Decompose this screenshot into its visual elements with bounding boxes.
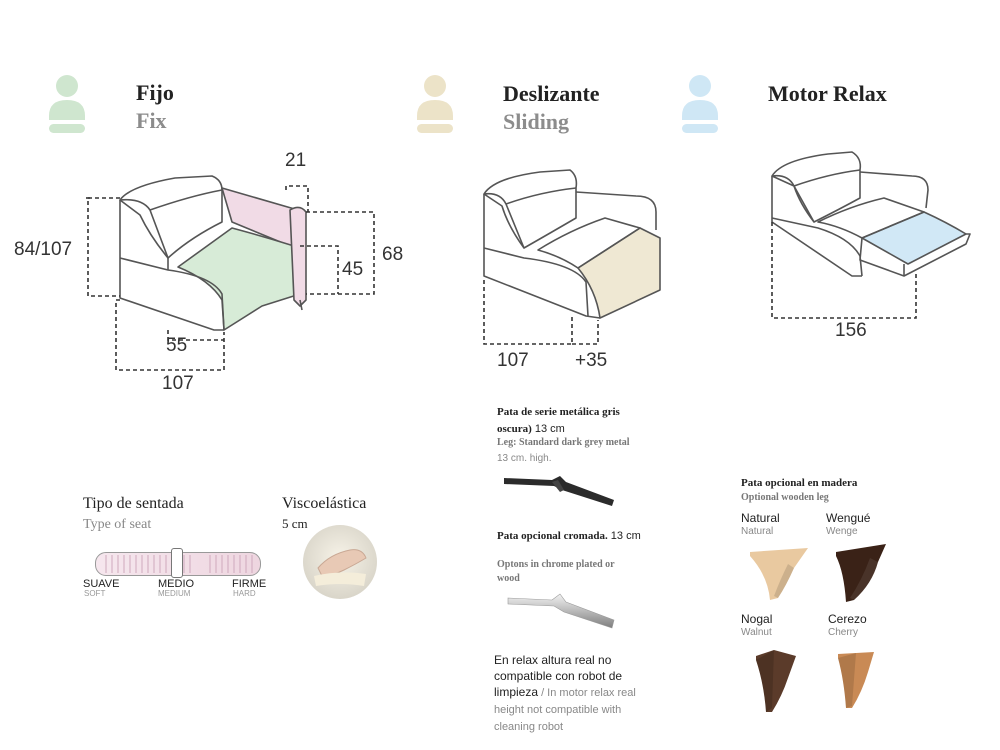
level-medium-sub: MEDIUM [158,589,191,598]
person-icon [49,75,85,133]
wood-wengue-name: Wengué [826,511,871,525]
wood-cerezo-leg-image [838,652,874,708]
chrome-leg-title-en: Optons in chrome plated or wood [497,559,615,584]
wood-nogal-name: Nogal [741,612,773,626]
level-medium-label: MEDIO [158,578,195,590]
standard-leg-title-es: Pata de serie metálica gris oscura) [497,406,620,435]
fix-subtitle: Fix [136,108,167,133]
level-soft-label: SUAVE [83,578,120,590]
sliding-title: Deslizante [503,81,600,106]
wood-nogal-leg-image [756,650,796,712]
sliding-extension-label: +35 [575,350,608,371]
foam-hand-image [303,525,377,599]
relax-note-es: En relax altura real no compatible con r… [494,653,623,699]
wood-wengue-sub: Wenge [826,526,858,537]
seat-firmness-marker [171,548,183,578]
foam-thickness: 5 cm [282,516,308,531]
seat-type-subtitle: Type of seat [83,517,152,532]
level-hard-label: FIRME [232,578,267,590]
fix-seat-height-label: 45 [342,259,364,280]
chrome-leg-height: 13 cm [607,530,641,542]
foam-title: Viscoelástica [282,495,367,512]
fix-arm-width-label: 21 [285,150,307,171]
fix-back-height-label: 68 [382,244,404,265]
chrome-leg-image [507,593,615,629]
level-hard-sub: HARD [233,589,256,598]
metal-leg-image [504,476,614,506]
sliding-depth-label: 107 [497,350,529,371]
relax-extended-label: 156 [835,320,867,341]
fix-height-label: 84/107 [14,239,73,260]
wood-cerezo-name: Cerezo [828,612,867,626]
wood-wengue-leg-image [836,544,886,602]
wood-leg-title: Pata opcional en madera [741,477,858,489]
fix-seat-depth-label: 55 [166,335,188,356]
relax-title: Motor Relax [768,81,887,106]
relax-note: En relax altura real no compatible con r… [494,652,644,735]
wood-nogal-sub: Walnut [741,627,772,638]
wood-cerezo-sub: Cherry [828,627,859,638]
standard-leg-title-en: Leg: Standard dark grey metal [497,437,630,448]
fix-depth-label: 107 [162,373,194,394]
level-soft-sub: SOFT [84,589,106,598]
wood-natural-sub: Natural [741,526,774,537]
chrome-leg-title-es: Pata opcional cromada. [497,530,608,542]
person-icon [682,75,718,133]
seat-type-title: Tipo de sentada [83,495,184,512]
relax-note-en: / In motor relax real height not compati… [494,687,636,733]
wood-leg-subtitle: Optional wooden leg [741,492,829,503]
standard-leg-height: 13 cm [531,423,565,435]
person-icon [417,75,453,133]
standard-leg-height-en: 13 cm. high. [497,453,552,464]
wood-natural-leg-image [750,548,808,600]
wood-natural-name: Natural [741,511,780,525]
fix-title: Fijo [136,80,174,105]
sliding-subtitle: Sliding [503,109,570,134]
